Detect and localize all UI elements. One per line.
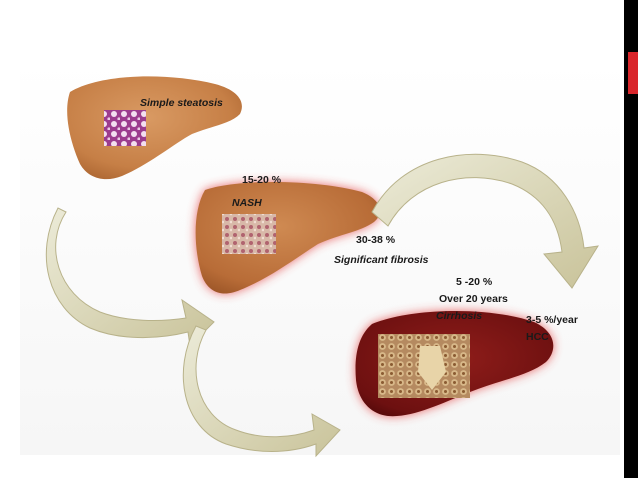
nash-histology [222, 214, 276, 254]
steatosis-histology [104, 110, 146, 146]
label-cirrhosis-period: Over 20 years [439, 293, 508, 305]
arrow-nash-to-cirrhosis [182, 325, 341, 458]
nash-liver [195, 181, 380, 294]
label-hcc: HCC [526, 331, 549, 343]
accent-bar [628, 52, 638, 94]
top-band [0, 0, 638, 60]
label-significant-fibrosis: Significant fibrosis [334, 254, 429, 266]
label-fibrosis-rate: 30-38 % [356, 234, 396, 246]
label-nash-rate: 15-20 % [242, 174, 282, 186]
label-cirrhosis: Cirrhosis [436, 310, 483, 322]
label-cirrhosis-rate: 5 -20 % [456, 276, 493, 288]
label-simple-steatosis: Simple steatosis [140, 97, 223, 109]
cirrhosis-cut-section [418, 346, 446, 390]
right-edge-bar [624, 0, 638, 478]
cirrhosis-liver [355, 310, 554, 417]
arrow-to-cirrhosis-arc [371, 153, 599, 289]
arrow-steatosis-to-nash [45, 207, 215, 348]
steatosis-liver [67, 76, 242, 180]
label-nash: NASH [232, 197, 262, 209]
label-hcc-rate: 3-5 %/year [526, 314, 578, 326]
